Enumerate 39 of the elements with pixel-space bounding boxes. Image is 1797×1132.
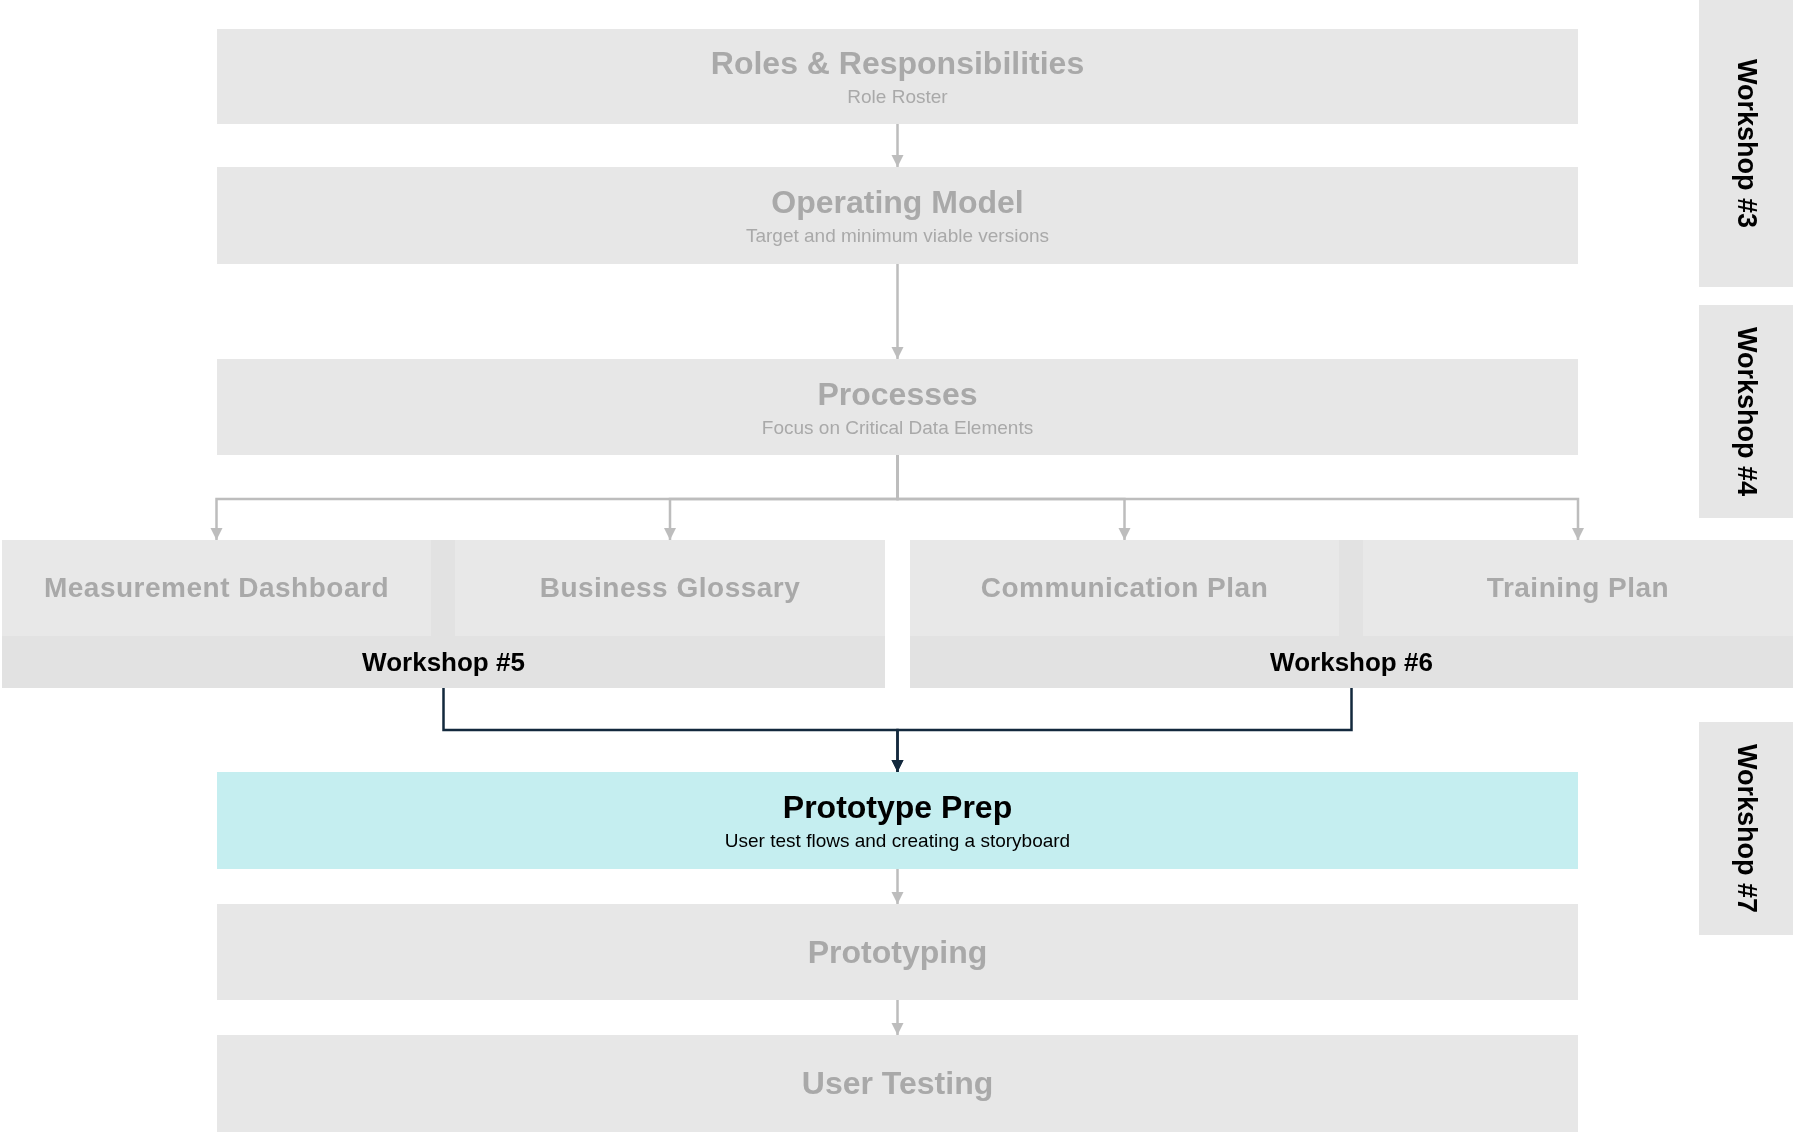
process-box: [217, 1035, 1578, 1132]
step-title: Prototyping: [807, 933, 988, 971]
workshop-tab: [1699, 0, 1793, 287]
arrow: [891, 688, 1353, 772]
workshop-label: Workshop #6: [1270, 647, 1433, 678]
process-box: [455, 540, 885, 636]
step-description: Target and minimum viable versions: [745, 225, 1050, 247]
step-title: Communication Plan: [980, 572, 1269, 604]
step-title: Roles & Responsibilities: [710, 45, 1085, 82]
process-box: [217, 167, 1578, 264]
arrow: [891, 1000, 904, 1035]
step-title: User Testing: [801, 1065, 994, 1102]
workshop-tab: [1699, 722, 1793, 935]
process-box: [2, 540, 431, 636]
workshop-label: Workshop #4: [1731, 326, 1761, 496]
process-box: [910, 540, 1339, 636]
step-title: Training Plan: [1486, 572, 1670, 604]
step-description: Role Roster: [847, 86, 948, 108]
step-description: User test flows and creating a storyboard: [724, 830, 1071, 852]
step-title: Business Glossary: [539, 572, 801, 604]
step-title: Measurement Dashboard: [43, 572, 389, 604]
process-box: [217, 359, 1578, 455]
process-box: [217, 904, 1578, 1000]
process-box: [217, 29, 1578, 124]
arrow: [891, 124, 904, 167]
arrow: [891, 869, 904, 904]
workshop-label: Workshop #3: [1731, 58, 1761, 228]
workshop-label: Workshop #5: [362, 647, 525, 678]
process-box: [1363, 540, 1793, 636]
workshop-label: Workshop #7: [1731, 743, 1761, 913]
step-title: Prototype Prep: [782, 789, 1013, 826]
step-title: Operating Model: [771, 184, 1024, 221]
step-title: Processes: [817, 375, 978, 413]
arrow: [891, 264, 904, 359]
workshop-panel: [910, 540, 1793, 688]
workshop-tab: [1699, 305, 1793, 518]
process-box: [217, 772, 1578, 869]
step-description: Focus on Critical Data Elements: [761, 416, 1034, 439]
workshop-panel: [2, 540, 885, 688]
